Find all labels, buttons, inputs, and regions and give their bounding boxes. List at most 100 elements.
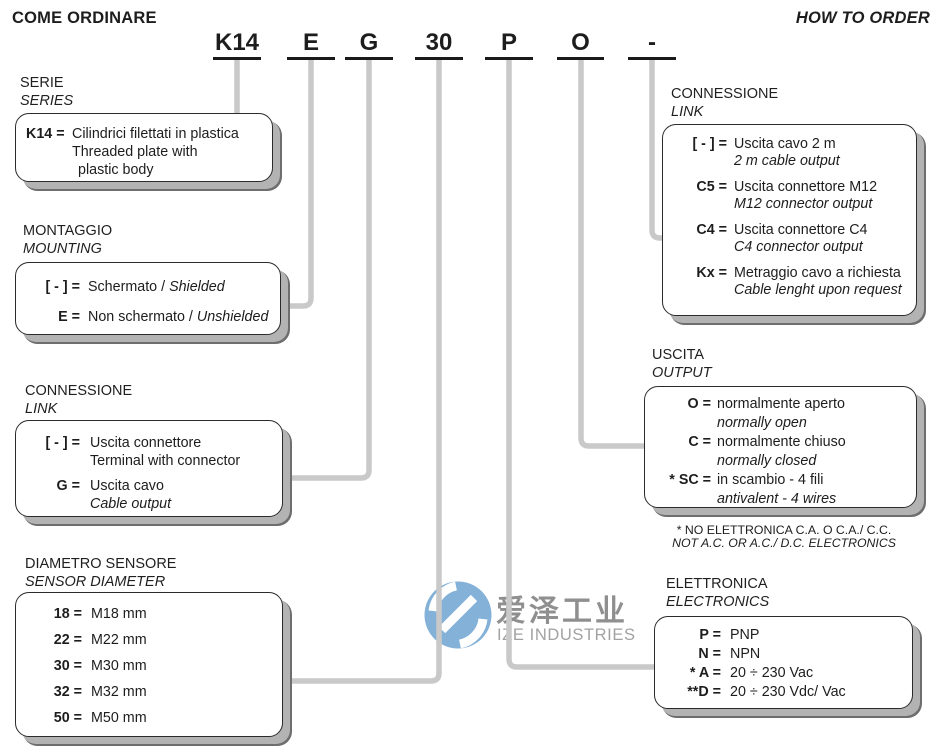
diametro-row-code: 32 = [53,684,82,700]
elettronica-row-code: P = [699,627,721,643]
montaggio-row-text: Non schermato / [88,309,197,325]
watermark-cjk-text: 爱泽工业 [496,595,628,628]
uscita-row-line1: normalmente aperto [717,396,845,412]
code-underline-p [485,57,533,60]
uscita-subtitle: OUTPUT [652,364,712,381]
leader-line-dash [649,60,665,241]
connessione-right-row: C5 = Uscita connettore M12 M12 connector… [669,179,916,212]
diametro-section-title: DIAMETRO SENSORE SENSOR DIAMETER [25,556,176,591]
uscita-box: O = normalmente aperto normally open C =… [644,386,917,508]
connessione-left-row: G = Uscita cavo Cable output [24,477,282,513]
connessione-left-subtitle: LINK [25,400,58,417]
elettronica-title: ELETTRONICA [666,576,768,592]
diametro-row-text: M50 mm [91,710,147,726]
connessione-left-row: [ - ] = Uscita connettore Terminal with … [24,434,282,470]
connessione-right-section-title: CONNESSIONE LINK [671,86,778,121]
diametro-row-code: 50 = [53,710,82,726]
uscita-title: USCITA [652,347,705,363]
connessione-right-row-code: C5 = [696,179,727,195]
montaggio-row-text: Schermato / [88,279,170,295]
elettronica-section-title: ELETTRONICA ELECTRONICS [666,576,769,611]
leader-line-e [283,60,314,309]
elettronica-box: P = PNP N = NPN * A = 20 ÷ 230 Vac **D =… [654,616,913,709]
code-segment-g: G [359,29,379,56]
code-segment-dash: - [648,29,656,56]
connessione-right-row: [ - ] = Uscita cavo 2 m 2 m cable output [669,136,916,169]
elettronica-row-text: 20 ÷ 230 Vdc/ Vac [730,684,846,700]
code-segment-e: E [302,29,319,56]
page-title-en: HOW TO ORDER [795,9,930,27]
elettronica-subtitle: ELECTRONICS [666,593,770,610]
connessione-right-box: [ - ] = Uscita cavo 2 m 2 m cable output… [662,124,917,316]
code-underline-e [287,57,335,60]
elettronica-row: **D = 20 ÷ 230 Vdc/ Vac [663,683,912,702]
serie-row-line2: Threaded plate with [72,144,198,160]
elettronica-row: * A = 20 ÷ 230 Vac [663,664,912,683]
code-segment-30: 30 [425,29,453,56]
watermark-latin-text: IZE INDUSTRIES [497,626,636,644]
connessione-left-row-code: G = [56,478,80,494]
connessione-right-row-line1: Uscita cavo 2 m [734,136,836,152]
serie-title: SERIE [20,75,64,91]
leader-line-p [506,60,656,670]
connessione-right-row-line2: C4 connector output [734,238,863,255]
uscita-row-line2: normally open [717,414,807,431]
code-segment-k14: K14 [214,29,260,56]
leader-line-o [578,60,646,449]
elettronica-row-code: N = [698,646,721,662]
connessione-left-row-line2: Cable output [90,496,172,512]
diametro-row-text: M22 mm [91,632,147,648]
code-segment-o: O [571,29,590,56]
connessione-right-row-line1: Uscita connettore M12 [734,179,878,195]
connessione-right-row-line1: Uscita connettore C4 [734,222,868,238]
connessione-left-box: [ - ] = Uscita connettore Terminal with … [15,420,283,517]
uscita-section-title: USCITA OUTPUT [652,347,712,382]
uscita-row-code: O = [687,396,711,412]
connessione-left-row-line2: Terminal with connector [90,453,241,469]
serie-subtitle: SERIES [20,92,74,109]
diametro-row: 30 = M30 mm [28,657,282,675]
connessione-right-subtitle: LINK [671,103,704,120]
uscita-footnote-line2: NOT A.C. OR A.C./ D.C. ELECTRONICS [672,535,896,550]
leader-line-30 [284,60,442,684]
uscita-footnote-line1: * NO ELETTRONICA C.A. O C.A./ C.C. [676,523,892,537]
connessione-right-row-line1: Metraggio cavo a richiesta [734,265,901,281]
connessione-right-row-line2: M12 connector output [734,195,873,212]
montaggio-row-code: E = [58,309,80,325]
page-title: COME ORDINARE [12,9,157,27]
elettronica-row-code: * A = [689,665,721,681]
diametro-row-text: M18 mm [91,606,147,622]
diametro-row: 50 = M50 mm [28,709,282,727]
connessione-right-row-line2: 2 m cable output [734,152,840,169]
code-underline-k14 [213,57,261,60]
diametro-subtitle: SENSOR DIAMETER [25,573,166,590]
code-underline-g [345,57,393,60]
diametro-row-text: M32 mm [91,684,147,700]
code-segment-p: P [500,29,517,56]
uscita-footnote: * NO ELETTRONICA C.A. O C.A./ C.C. NOT A… [648,524,920,549]
uscita-row: * SC = in scambio - 4 fili antivalent - … [649,471,916,508]
connessione-right-row-code: [ - ] = [692,136,727,152]
montaggio-subtitle: MOUNTING [23,240,102,257]
connessione-left-row-code: [ - ] = [45,435,80,451]
serie-row-line1: Cilindrici filettati in plastica [72,126,239,142]
uscita-row-line2: normally closed [717,452,817,469]
elettronica-row: P = PNP [663,626,912,645]
diametro-row: 32 = M32 mm [28,683,282,701]
montaggio-row: E = Non schermato / Unshielded [24,308,280,326]
diametro-box: 18 = M18 mm 22 = M22 mm 30 = M30 mm 32 =… [15,592,283,737]
connessione-left-section-title: CONNESSIONE LINK [25,383,132,418]
diametro-row-code: 18 = [53,606,82,622]
montaggio-row-code: [ - ] = [45,279,80,295]
elettronica-row-text: PNP [730,627,760,643]
connessione-right-row-code: Kx = [696,265,727,281]
diametro-row-code: 22 = [53,632,82,648]
code-underline-dash [628,57,676,60]
diametro-title: DIAMETRO SENSORE [25,556,177,572]
elettronica-row-code: **D = [687,684,721,700]
serie-row: K14 = Cilindrici filettati in plastica T… [26,125,272,179]
serie-row-code: K14 = [26,126,65,142]
code-underline-o [557,57,604,60]
serie-row-line3: plastic body [78,162,154,178]
